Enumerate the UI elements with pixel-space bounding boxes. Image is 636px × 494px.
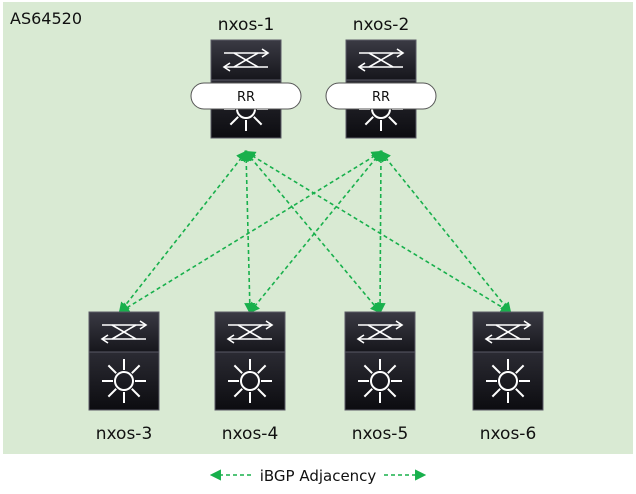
rr-badge: RR [325,82,437,110]
legend-label: iBGP Adjacency [260,467,377,485]
device-label: nxos-1 [218,15,275,35]
switch-arrows-icon [356,320,404,344]
rr-badge: RR [190,82,302,110]
adjacency-nxos-2-nxos-6 [379,150,512,314]
device-nxos-4: nxos-4 [214,311,286,444]
router-star-icon [486,359,530,403]
as-label: AS64520 [10,9,82,28]
router-star-icon [102,359,146,403]
device-nxos-5: nxos-5 [344,311,416,444]
switch-arrows-icon [100,320,148,344]
device-label: nxos-2 [353,15,410,35]
switch-arrows-icon [357,48,405,72]
switch-arrows-icon [484,320,532,344]
legend: iBGP Adjacency [209,467,427,485]
device-label: nxos-4 [222,424,279,444]
adjacency-links [118,149,512,315]
switch-arrows-icon [226,320,274,344]
device-nxos-1: RR nxos-1 [190,15,302,139]
adjacency-nxos-2-nxos-5 [374,149,387,315]
switch-arrows-icon [222,48,270,72]
router-star-icon [358,359,402,403]
router-star-icon [228,359,272,403]
device-label: nxos-6 [480,424,537,444]
device-nxos-2: RR nxos-2 [325,15,437,139]
device-label: nxos-5 [352,424,409,444]
rr-label: RR [372,90,390,105]
device-nxos-6: nxos-6 [472,311,544,444]
rr-label: RR [237,90,255,105]
device-label: nxos-3 [96,424,153,444]
devices: RR nxos-1RR nxos-2 nxos-3 nxos-4 nxos-5 nxos-6 [88,15,544,444]
device-nxos-3: nxos-3 [88,311,160,444]
